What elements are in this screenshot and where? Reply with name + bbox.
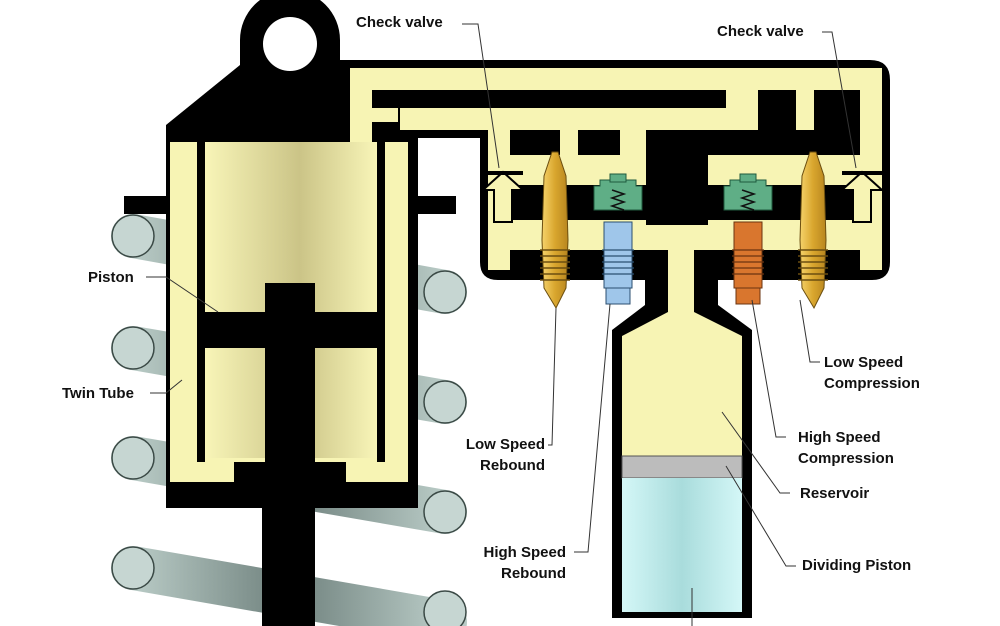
passage bbox=[668, 248, 694, 314]
label-line: Rebound bbox=[501, 565, 566, 582]
manifold-islands bbox=[512, 90, 860, 225]
gas-chamber bbox=[622, 478, 742, 612]
reservoir-neck bbox=[622, 312, 742, 336]
passage bbox=[796, 90, 814, 130]
island bbox=[646, 130, 708, 225]
needle-thread bbox=[540, 249, 570, 281]
valve-spring bbox=[609, 189, 627, 211]
label-dividing-piston: Dividing Piston bbox=[802, 557, 912, 574]
island bbox=[758, 90, 796, 155]
label-piston: Piston bbox=[88, 269, 134, 286]
label-line: Low Speed bbox=[465, 436, 545, 453]
leader-check-valve-right bbox=[822, 31, 857, 169]
leader-low-speed-rebound bbox=[548, 307, 557, 446]
check-valve-seat bbox=[842, 171, 882, 175]
valve-body bbox=[603, 221, 633, 289]
leader-high-speed-rebound bbox=[574, 303, 611, 553]
high-speed-compression-valve bbox=[723, 173, 773, 305]
label-low-speed-compression: Low Speed Compression bbox=[824, 352, 920, 394]
reservoir-oil bbox=[622, 336, 742, 456]
mount-eye bbox=[263, 17, 317, 71]
passage bbox=[726, 90, 758, 130]
piston-rod-upper bbox=[265, 283, 315, 483]
label-check-valve-left: Check valve bbox=[356, 14, 443, 31]
label-line: High Speed bbox=[483, 544, 566, 561]
coil-end bbox=[111, 436, 155, 480]
valve-spring bbox=[739, 189, 757, 211]
shim-cap bbox=[593, 179, 643, 211]
label-twin-tube: Twin Tube bbox=[62, 385, 134, 402]
leader-reservoir bbox=[721, 411, 790, 494]
valve-thread bbox=[602, 249, 634, 275]
valve-tip bbox=[605, 287, 631, 305]
label-line: Compression bbox=[798, 450, 894, 467]
reservoir bbox=[621, 336, 743, 612]
inner-tube-wall-right bbox=[377, 142, 385, 462]
leader-dividing-piston bbox=[725, 465, 796, 567]
valve-body bbox=[733, 221, 763, 289]
island bbox=[708, 130, 726, 155]
coil-end bbox=[423, 270, 467, 314]
high-speed-rebound-valve bbox=[593, 173, 643, 305]
label-high-speed-compression: High Speed Compression bbox=[798, 427, 894, 469]
leader-lines bbox=[146, 23, 857, 626]
island bbox=[578, 130, 620, 155]
label-check-valve-right: Check valve bbox=[717, 23, 804, 40]
low-speed-compression-needle bbox=[798, 151, 828, 310]
label-low-speed-rebound: Low Speed Rebound bbox=[455, 434, 545, 476]
inner-tube-wall-left bbox=[197, 142, 205, 462]
needle-body bbox=[799, 151, 827, 310]
needle-thread bbox=[798, 249, 828, 281]
shim-cap bbox=[723, 179, 773, 211]
low-speed-rebound-needle bbox=[540, 151, 570, 310]
leader-twin-tube bbox=[150, 379, 183, 394]
check-valve-right bbox=[839, 170, 885, 223]
leader-check-valve-left bbox=[462, 23, 500, 169]
coil-end bbox=[111, 214, 155, 258]
coil-end bbox=[111, 546, 155, 590]
shim-plate bbox=[609, 173, 627, 183]
label-line: Compression bbox=[824, 375, 920, 392]
passage bbox=[400, 108, 726, 130]
valve-thread bbox=[732, 249, 764, 275]
leader-piston bbox=[146, 276, 219, 313]
check-valve-left bbox=[480, 170, 526, 223]
passage bbox=[350, 68, 882, 90]
label-line: High Speed bbox=[798, 429, 881, 446]
coil-end bbox=[111, 326, 155, 370]
island bbox=[814, 90, 860, 155]
passage bbox=[350, 68, 372, 142]
shim-plate bbox=[739, 173, 757, 183]
coil-end bbox=[423, 590, 467, 626]
needle-body bbox=[541, 151, 569, 310]
passage bbox=[372, 108, 398, 122]
valve-tip bbox=[735, 287, 761, 305]
coil-end bbox=[423, 490, 467, 534]
check-valve-seat bbox=[483, 171, 523, 175]
twin-tube-oil bbox=[170, 142, 408, 484]
leader-high-speed-compression bbox=[751, 299, 786, 438]
rod-guide bbox=[234, 462, 346, 484]
label-line: Low Speed bbox=[824, 354, 904, 371]
leader-low-speed-compression bbox=[799, 299, 820, 363]
label-line: Rebound bbox=[480, 457, 545, 474]
label-high-speed-rebound: High Speed Rebound bbox=[468, 542, 566, 584]
island bbox=[512, 130, 560, 155]
coil-end bbox=[423, 380, 467, 424]
label-reservoir: Reservoir bbox=[800, 485, 870, 502]
dividing-piston bbox=[621, 455, 743, 479]
